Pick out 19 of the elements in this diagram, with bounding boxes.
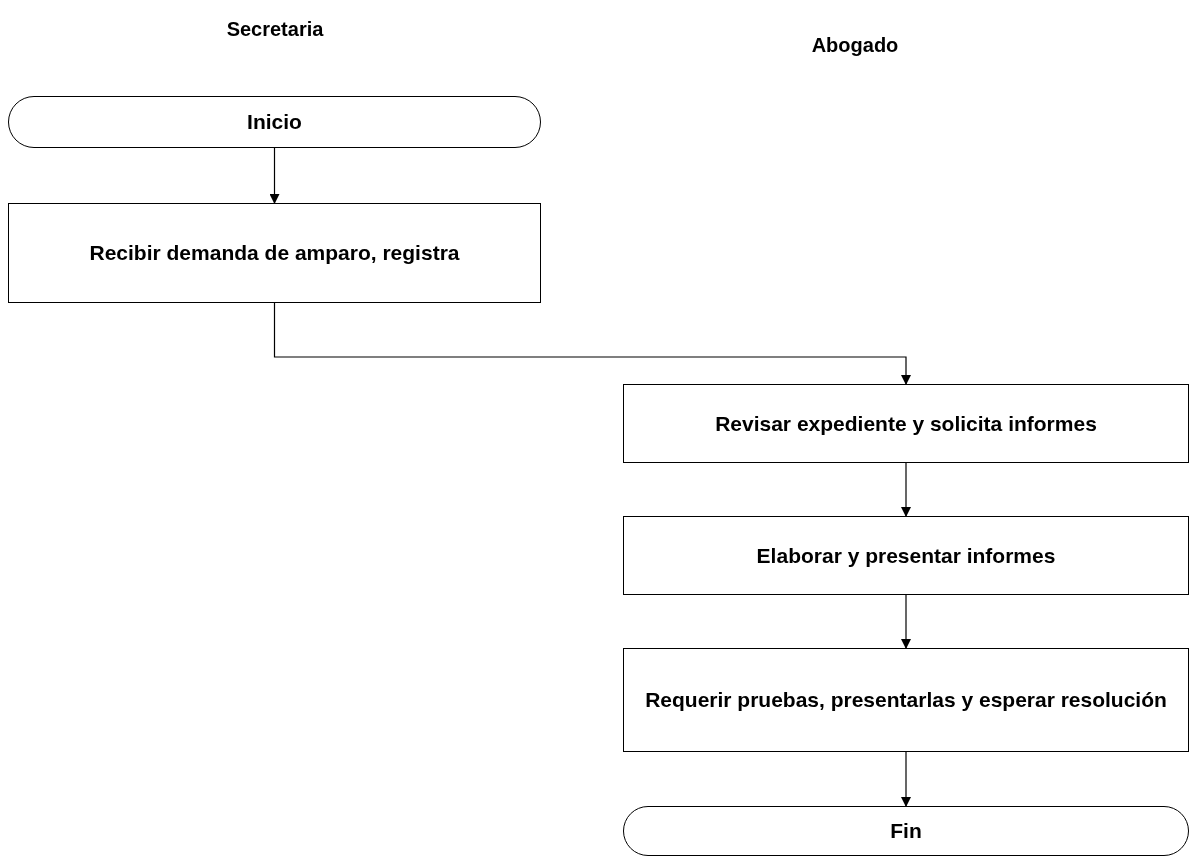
lane-heading: Secretaria — [226, 18, 324, 40]
process-box — [8, 203, 541, 303]
process-box — [623, 516, 1189, 595]
arrow — [901, 462, 911, 517]
arrow — [269, 147, 280, 204]
step-text: Requerir pruebas, presentarlas y esperar resolución — [645, 687, 1167, 713]
lane-heading: Abogado — [811, 34, 899, 56]
step-text: Revisar expediente y solicita informes — [715, 410, 1097, 437]
arrow — [901, 594, 911, 649]
process-box — [623, 384, 1189, 463]
step-text: Recibir demanda de amparo, registra — [89, 240, 460, 266]
terminal-pill — [623, 806, 1189, 856]
step-text: Inicio — [247, 109, 302, 135]
terminal-pill — [8, 96, 541, 148]
step-text: Elaborar y presentar informes — [756, 542, 1056, 569]
step-text: Fin — [890, 818, 922, 844]
arrow — [273, 302, 911, 385]
arrow — [901, 751, 911, 807]
process-box — [623, 648, 1189, 752]
